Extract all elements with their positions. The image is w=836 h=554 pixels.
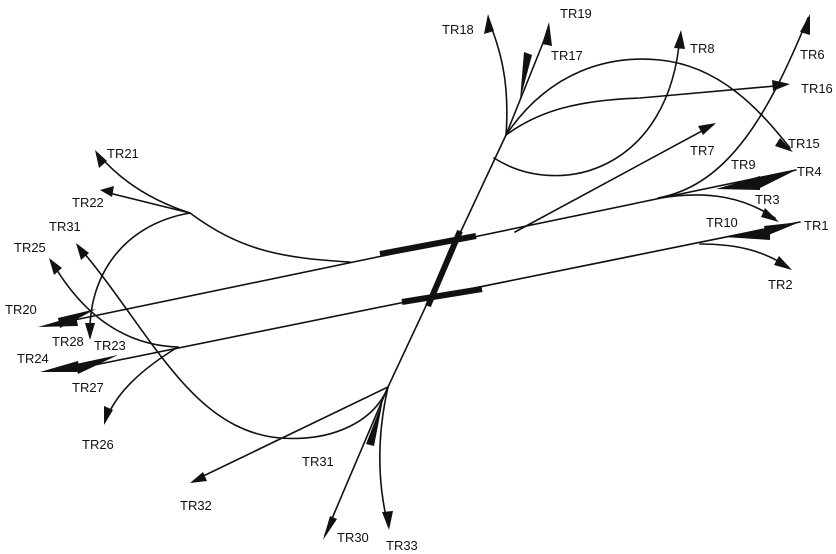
label-tr27: TR27 [72, 380, 104, 395]
arrow-head-tr4 [758, 170, 796, 188]
arrow-head-tr15 [775, 138, 793, 152]
arrow-head-tr16 [772, 80, 790, 91]
label-tr33: TR33 [386, 538, 418, 553]
arrow-head-tr25 [49, 258, 62, 275]
arrow-head-tr21 [95, 150, 107, 168]
label-tr4: TR4 [797, 164, 822, 179]
track-tr22-link [104, 191, 191, 214]
label-tr21: TR21 [107, 146, 139, 161]
track-tr33-link [378, 386, 389, 526]
arrow-head-tr18 [484, 14, 494, 34]
label-tr2: TR2 [768, 277, 793, 292]
label-tr31-top: TR31 [49, 219, 81, 234]
arrow-head-tr6 [800, 14, 810, 35]
track-tr2-curve [699, 243, 789, 268]
arrow-head-tr3 [761, 208, 779, 222]
arrow-head-tr9 [716, 176, 760, 190]
arrow-head-tr27 [76, 355, 118, 374]
label-tr22: TR22 [72, 195, 104, 210]
label-tr19: TR19 [560, 6, 592, 21]
arrow-head-tr26 [104, 406, 113, 425]
arrow-head-tr23 [85, 323, 95, 340]
arrow-head-tr31-bottom [366, 400, 383, 446]
arrow-head-tr22 [100, 186, 114, 197]
track-tr15-curve [505, 58, 791, 149]
label-tr24: TR24 [17, 351, 49, 366]
track-upper-left-curve [189, 212, 351, 263]
arrow-head-tr33 [382, 511, 393, 530]
arrow-head-tr2 [774, 256, 792, 270]
label-tr32: TR32 [180, 498, 212, 513]
label-tr26: TR26 [82, 437, 114, 452]
track-tr31-loop [78, 246, 389, 440]
track-tr23-loop [89, 212, 191, 336]
track-tr26-link [105, 346, 179, 421]
label-tr6: TR6 [800, 47, 825, 62]
label-tr3: TR3 [755, 192, 780, 207]
label-tr28: TR28 [52, 334, 84, 349]
label-tr18: TR18 [442, 22, 474, 37]
label-tr17: TR17 [551, 48, 583, 63]
arrow-head-tr17 [520, 52, 532, 100]
label-tr1: TR1 [804, 218, 829, 233]
label-tr23: TR23 [94, 338, 126, 353]
crossing-bar-cross [425, 229, 463, 308]
arrow-head-tr24 [40, 361, 80, 372]
arrow-head-tr1 [764, 222, 800, 236]
track-tr19-link [505, 27, 550, 136]
label-tr8: TR8 [690, 41, 715, 56]
track-tr16-curve [505, 84, 787, 136]
label-tr30: TR30 [337, 530, 369, 545]
label-tr31-bottom: TR31 [302, 454, 334, 469]
label-tr9: TR9 [731, 157, 756, 172]
arrow-head-tr32 [190, 472, 207, 483]
track-tr21-link [97, 153, 191, 214]
track-tr7-link [514, 124, 714, 233]
label-tr16: TR16 [801, 81, 833, 96]
track-tr32-link [194, 386, 389, 481]
track-tr8-curve [493, 34, 681, 177]
arrow-head-tr7 [698, 123, 716, 135]
crossing-bar-lower [401, 286, 483, 305]
track-tr30-link [324, 386, 389, 536]
label-tr15: TR15 [788, 136, 820, 151]
label-tr10: TR10 [706, 215, 738, 230]
arrow-head-tr31-top [76, 243, 89, 260]
arrow-head-tr19 [542, 22, 552, 46]
label-tr7: TR7 [690, 143, 715, 158]
label-tr25: TR25 [14, 240, 46, 255]
crossing-bar-upper [379, 233, 477, 257]
arrow-head-tr28 [58, 309, 96, 328]
track-tr18-curve [487, 17, 508, 136]
track-tr25-link [51, 261, 179, 348]
arrow-head-tr8 [674, 30, 685, 49]
label-tr20: TR20 [5, 302, 37, 317]
arrow-head-tr30 [323, 516, 337, 540]
arrow-head-tr10 [724, 227, 770, 240]
track-tr6-curve [657, 17, 809, 199]
